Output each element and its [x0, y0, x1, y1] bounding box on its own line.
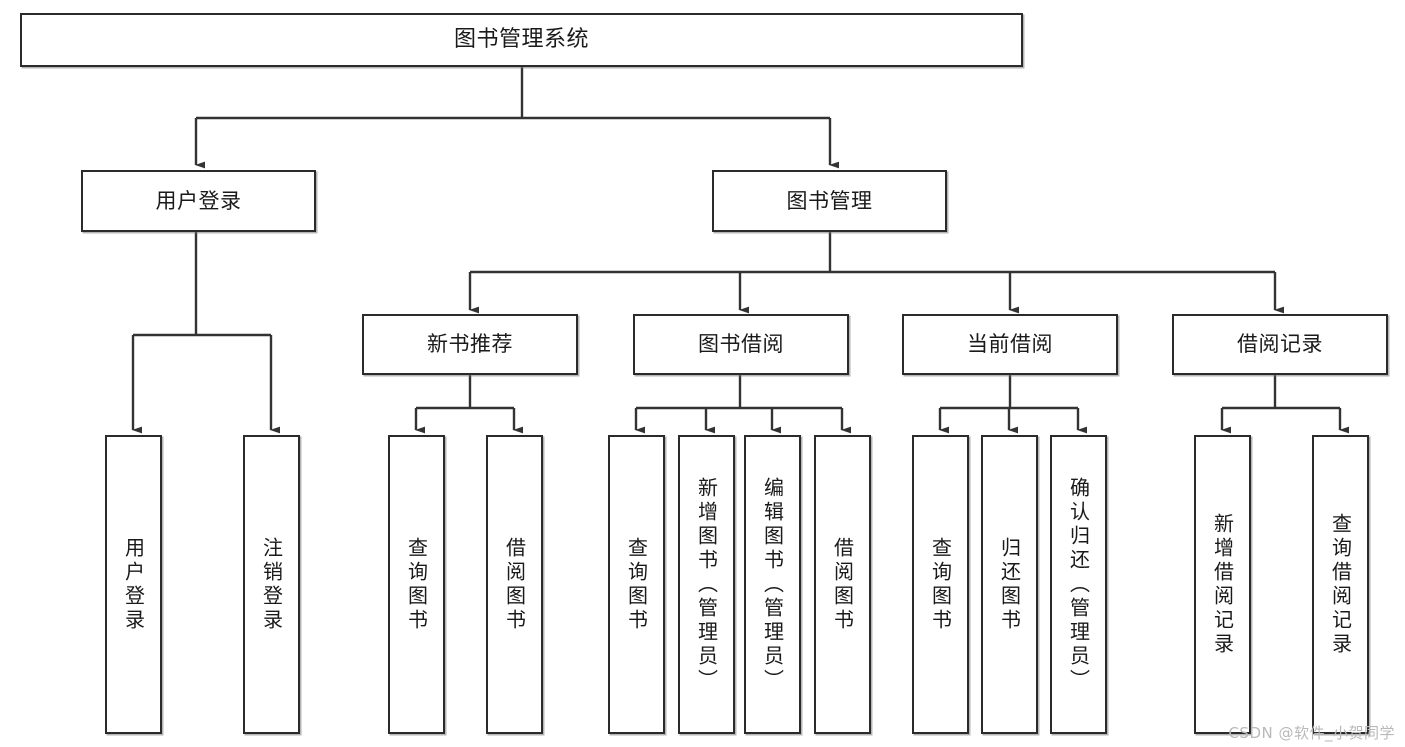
- node-label: 借阅图书: [502, 536, 527, 633]
- node-label: 图书管理系统: [453, 27, 589, 53]
- node-label: 当前借阅: [967, 332, 1053, 357]
- leaf-add-borrow-record[interactable]: 新增借阅记录: [1194, 435, 1251, 734]
- node-label: 确认归还（管理员）: [1066, 476, 1091, 693]
- node-new-book-recommend[interactable]: 新书推荐: [362, 314, 578, 375]
- node-label: 图书管理: [786, 188, 873, 213]
- leaf-borrow-book-recommend[interactable]: 借阅图书: [486, 435, 543, 734]
- node-label: 编辑图书（管理员）: [760, 476, 785, 693]
- node-label: 新增借阅记录: [1210, 512, 1235, 657]
- leaf-confirm-return-admin[interactable]: 确认归还（管理员）: [1050, 435, 1107, 734]
- node-label: 新书推荐: [427, 332, 513, 357]
- leaf-query-book-borrow[interactable]: 查询图书: [608, 435, 665, 734]
- node-root-book-management-system[interactable]: 图书管理系统: [20, 13, 1023, 67]
- node-label: 注销登录: [259, 536, 284, 633]
- leaf-user-logout[interactable]: 注销登录: [243, 435, 300, 734]
- node-label: 图书借阅: [698, 332, 784, 357]
- leaf-query-book-recommend[interactable]: 查询图书: [388, 435, 445, 734]
- node-user-login[interactable]: 用户登录: [81, 170, 316, 232]
- leaf-add-book-admin[interactable]: 新增图书（管理员）: [678, 435, 735, 734]
- node-borrow-record[interactable]: 借阅记录: [1172, 314, 1388, 375]
- node-book-management[interactable]: 图书管理: [712, 170, 947, 232]
- watermark-text: CSDN @软件_小贺同学: [1228, 724, 1395, 742]
- node-label: 查询图书: [928, 536, 953, 633]
- leaf-edit-book-admin[interactable]: 编辑图书（管理员）: [744, 435, 801, 734]
- node-label: 查询图书: [624, 536, 649, 633]
- node-label: 新增图书（管理员）: [694, 476, 719, 693]
- node-label: 归还图书: [997, 536, 1022, 633]
- node-label: 借阅图书: [830, 536, 855, 633]
- leaf-query-book-current[interactable]: 查询图书: [912, 435, 969, 734]
- leaf-query-borrow-record[interactable]: 查询借阅记录: [1312, 435, 1369, 734]
- node-label: 用户登录: [155, 188, 242, 213]
- node-label: 查询借阅记录: [1328, 512, 1353, 657]
- leaf-return-book[interactable]: 归还图书: [981, 435, 1038, 734]
- node-current-borrow[interactable]: 当前借阅: [902, 314, 1118, 375]
- node-label: 用户登录: [121, 536, 146, 633]
- leaf-borrow-book[interactable]: 借阅图书: [814, 435, 871, 734]
- node-label: 查询图书: [404, 536, 429, 633]
- leaf-user-login[interactable]: 用户登录: [105, 435, 162, 734]
- node-label: 借阅记录: [1237, 332, 1323, 357]
- node-book-borrow[interactable]: 图书借阅: [633, 314, 849, 375]
